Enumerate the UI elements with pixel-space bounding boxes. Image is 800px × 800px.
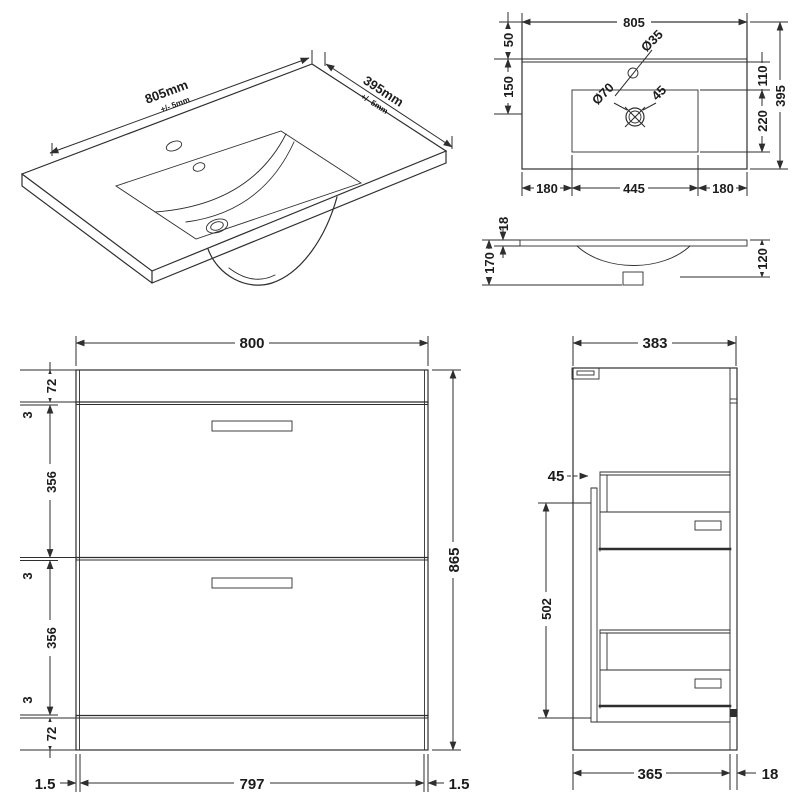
section-bowl-depth-label: 120: [755, 248, 770, 270]
front-gap-bottom-label: 3: [20, 696, 35, 703]
bowl-plan-outline: [571, 89, 699, 153]
tap-hole-label: Ø35: [638, 27, 666, 55]
upper-drawer-runner: [694, 520, 722, 531]
section-thickness-label: 18: [496, 217, 511, 231]
drawer-front-strip: [590, 487, 598, 723]
waste-note-label: 45: [648, 82, 669, 103]
basin-slab-section: [519, 239, 748, 247]
plan-bowl-depth-label: 220: [755, 110, 770, 132]
plan-bowl-width-label: 445: [623, 181, 645, 196]
plan-top-to-bowl-label: 110: [755, 66, 770, 87]
front-height-label: 865: [446, 547, 463, 572]
side-back-panel-label: 18: [762, 766, 779, 783]
overflow-hole: [192, 162, 206, 172]
side-view: 383 45 502 365 18: [538, 335, 778, 790]
waste-hole-label: Ø70: [589, 80, 617, 108]
front-gap-mid-label: 3: [20, 572, 35, 579]
front-gap-top-label: 3: [20, 411, 35, 418]
basin-edge-thickness: [21, 150, 447, 284]
wall-fixing-bracket: [571, 367, 600, 380]
tap-hole-plan: [627, 67, 639, 79]
upper-drawer-box: [598, 471, 732, 552]
front-lower-drawer-label: 356: [44, 627, 59, 649]
front-width-label: 800: [239, 335, 264, 352]
side-carcass-depth-label: 365: [637, 766, 662, 783]
front-bottom-rail-label: 72: [44, 727, 59, 741]
isometric-view: 805mm +/- 5mm 395mm +/- 5mm: [20, 50, 453, 286]
upper-drawer-handle: [211, 420, 293, 432]
front-top-rail-label: 72: [44, 379, 59, 393]
iso-depth-dim: [325, 63, 453, 148]
tap-hole: [165, 140, 183, 152]
bowl-section-curve: [576, 245, 691, 266]
lower-drawer-box: [598, 629, 732, 709]
plan-view: Ø35 Ø70 45 805 50 150 110: [494, 12, 788, 196]
plan-ledge-to-waste-label: 150: [501, 76, 516, 98]
iso-width-dim: [49, 57, 310, 154]
plan-right-offset-label: 180: [712, 181, 734, 196]
side-clearance-label: 45: [548, 468, 565, 485]
front-upper-drawer-label: 356: [44, 471, 59, 493]
plan-width-label: 805: [623, 15, 645, 30]
cabinet-side-outline: [572, 367, 738, 751]
lower-drawer-handle: [211, 577, 293, 589]
lower-drawer-runner: [694, 678, 722, 689]
section-height-label: 170: [482, 252, 497, 274]
front-edge-left-label: 1.5: [35, 776, 56, 793]
basin-recess: [114, 130, 363, 240]
basin-plan-outline: [521, 21, 748, 170]
back-rail-block: [730, 709, 737, 717]
bracket-slot: [576, 370, 595, 376]
front-edge-right-label: 1.5: [449, 776, 470, 793]
side-depth-label: 383: [642, 335, 667, 352]
bowl-curve: [154, 133, 287, 213]
plan-left-offset-label: 180: [536, 181, 558, 196]
waste-outlet-section: [622, 271, 644, 286]
plan-back-ledge-label: 50: [501, 33, 516, 47]
front-internal-width-label: 797: [239, 776, 264, 793]
front-view: 800 865 72 3 356 3 356 3 72: [20, 335, 469, 793]
under-bowl: [207, 196, 338, 286]
plan-overall-depth-label: 395: [773, 85, 788, 107]
waste-hole: [205, 218, 229, 234]
side-drawer-zone-label: 502: [539, 598, 554, 620]
waste-hole-plan: [625, 107, 645, 127]
section-view: 18 170 120: [482, 217, 770, 286]
